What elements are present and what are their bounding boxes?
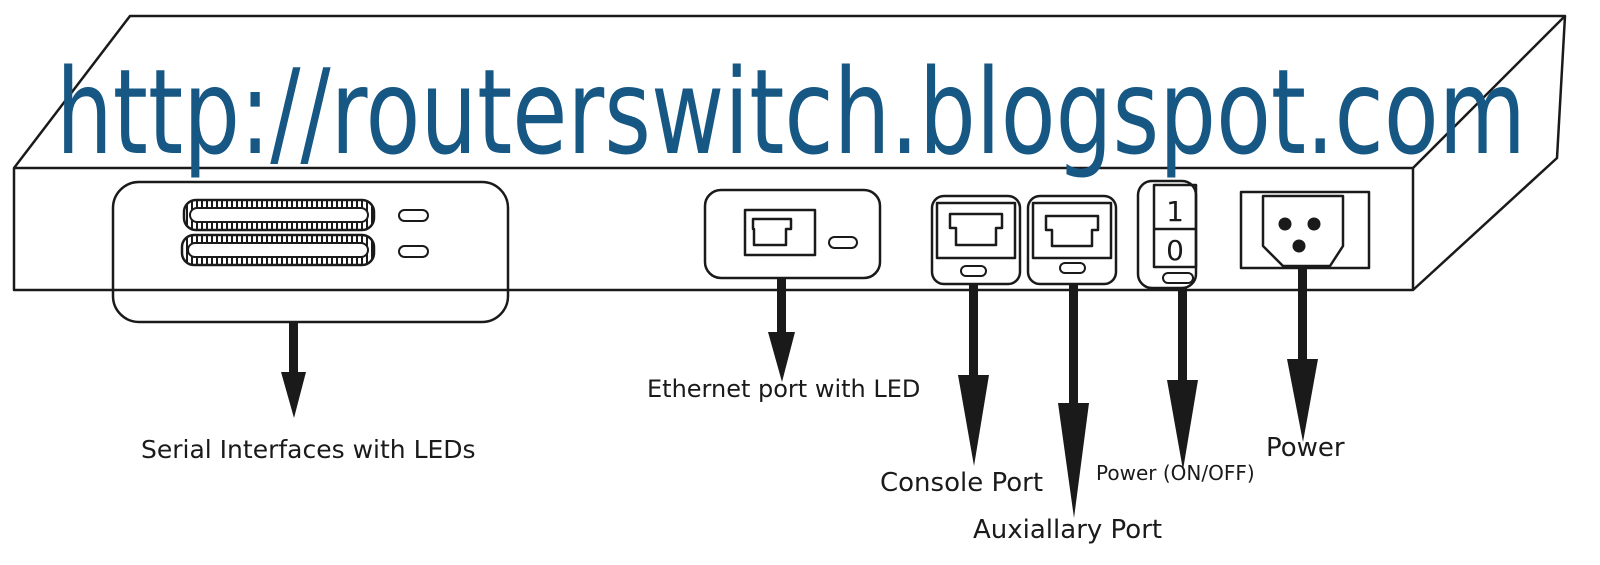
label-serial-interfaces: Serial Interfaces with LEDs: [141, 435, 476, 464]
label-power-switch: Power (ON/OFF): [1096, 461, 1255, 485]
power-led: [1162, 272, 1194, 284]
label-auxiliary-port: Auxiallary Port: [973, 515, 1162, 545]
console-jack-frame: [935, 201, 1017, 260]
auxiliary-module-frame: [1026, 194, 1118, 286]
auxiliary-jack: [1044, 214, 1100, 248]
console-led: [960, 265, 987, 277]
serial-module-frame: [111, 180, 510, 324]
serial-port-1-slot: [189, 207, 369, 223]
label-ethernet-port: Ethernet port with LED: [647, 375, 920, 403]
auxiliary-led: [1059, 262, 1086, 274]
socket-pin-2: [1307, 217, 1321, 231]
auxiliary-jack-frame: [1031, 201, 1113, 260]
ethernet-port-module: [703, 188, 882, 280]
console-jack: [948, 212, 1004, 247]
ethernet-jack-frame: [743, 208, 817, 257]
switch-off-label: 0: [1166, 234, 1184, 267]
arrow-power-switch: [1167, 288, 1198, 470]
power-switch-module: [1136, 179, 1198, 290]
arrow-auxiliary: [1058, 284, 1089, 518]
ethernet-jack: [751, 217, 793, 247]
power-socket-module: [1239, 190, 1371, 270]
ethernet-module-frame: [703, 188, 882, 280]
arrow-ethernet: [768, 278, 795, 382]
serial-led-1: [398, 209, 429, 222]
arrow-power: [1287, 268, 1318, 442]
serial-port-2-slot: [187, 242, 369, 258]
auxiliary-port-module: [1026, 194, 1118, 286]
console-port-module: [930, 194, 1022, 286]
console-module-frame: [930, 194, 1022, 286]
watermark-url: http://routerswitch.blogspot.com: [56, 43, 1526, 181]
serial-led-2: [398, 245, 429, 258]
arrow-console: [958, 284, 989, 466]
chassis-outline: [12, 14, 1567, 292]
pointer-arrows: [281, 268, 1318, 518]
socket-pin-3: [1292, 239, 1306, 253]
router-chassis: [12, 14, 1567, 292]
chassis-top-right-edge: [1412, 15, 1566, 169]
socket-pin-1: [1278, 217, 1292, 231]
power-socket-frame: [1239, 190, 1371, 270]
serial-interfaces-module: [111, 180, 510, 324]
ethernet-led: [828, 236, 858, 249]
power-socket: [1261, 194, 1345, 268]
switch-on-label: 1: [1166, 195, 1184, 228]
arrow-serial: [281, 322, 306, 418]
rocker-switch: [1152, 183, 1198, 269]
label-power: Power: [1266, 433, 1345, 463]
label-console-port: Console Port: [880, 468, 1043, 498]
